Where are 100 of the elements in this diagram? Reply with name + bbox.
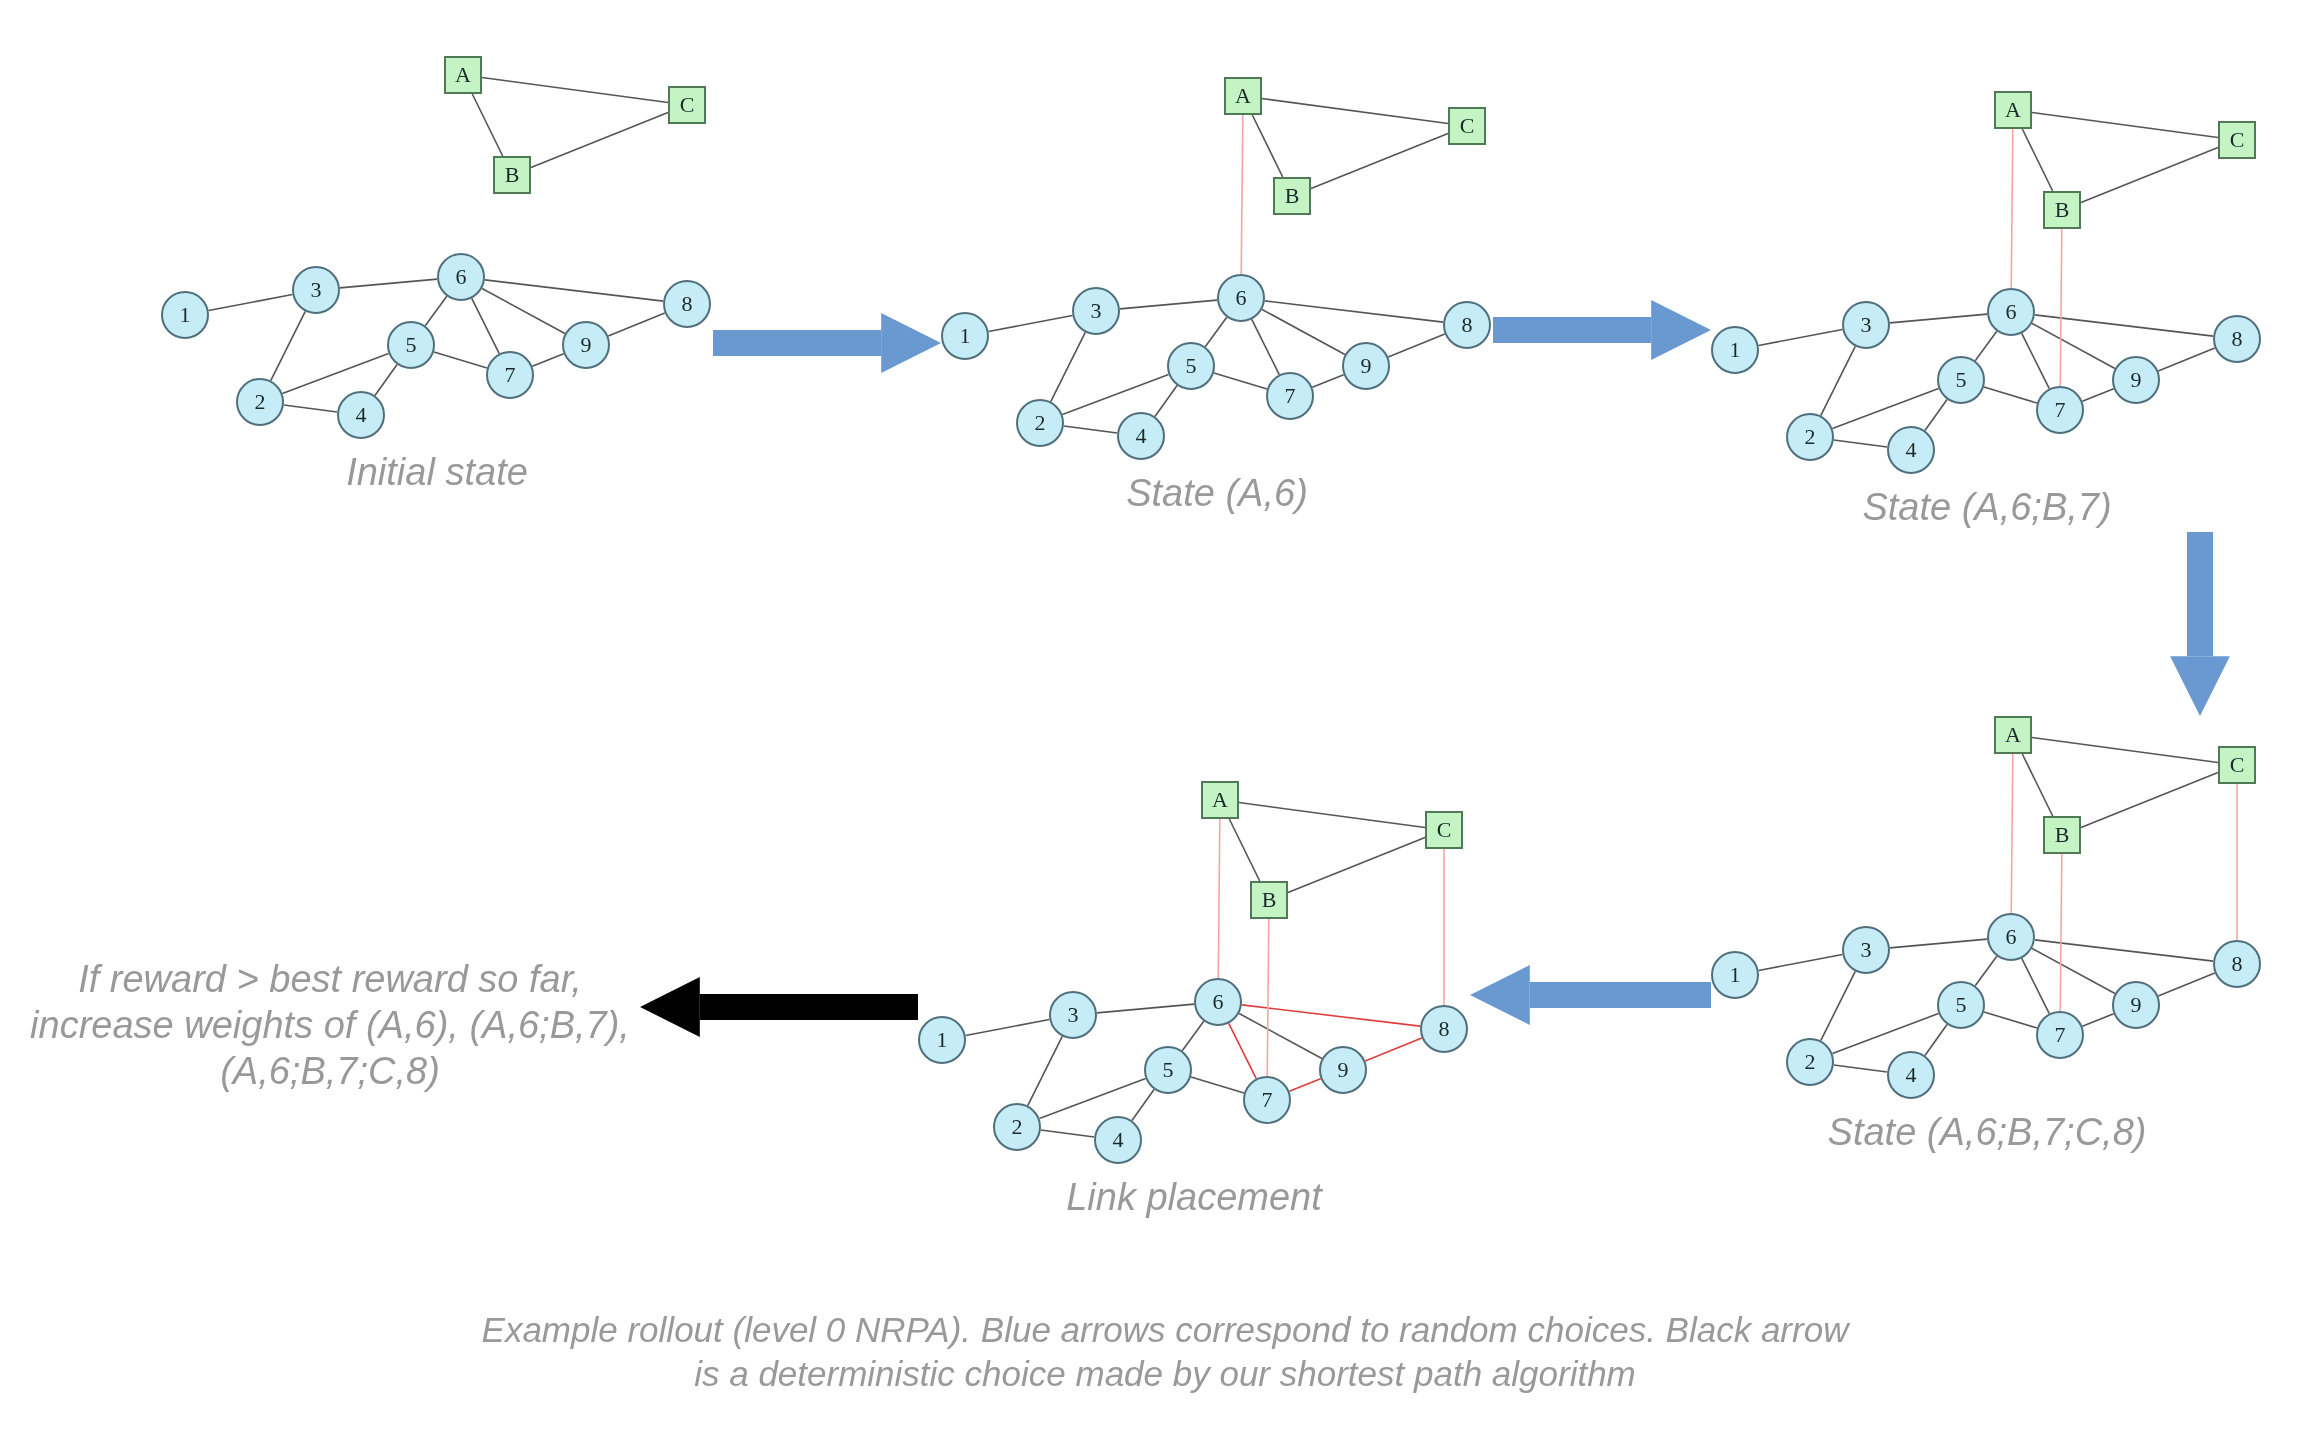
graph-edge [1264, 300, 1444, 323]
graph-edge [1238, 801, 1426, 829]
vertex-circle: 5 [1937, 981, 1985, 1029]
graph-edge [1443, 848, 1445, 1006]
graph-edge [2021, 128, 2054, 192]
graph-edge [1831, 1012, 1940, 1055]
graph-edge [2031, 322, 2116, 370]
graph-edge [283, 404, 338, 413]
vertex-circle: 9 [2112, 981, 2160, 1029]
graph-edge [530, 111, 669, 169]
graph-edge [374, 363, 398, 397]
graph-edge [607, 312, 666, 337]
panel-caption: Link placement [1065, 1176, 1324, 1219]
vertex-circle: 9 [562, 321, 610, 369]
vertex-circle: 6 [1194, 978, 1242, 1026]
graph-edge [1924, 1023, 1948, 1057]
vertex-circle: 2 [993, 1103, 1041, 1151]
vertex-circle: 9 [1319, 1046, 1367, 1094]
graph-edge [2031, 947, 2116, 995]
panel-caption: State (A,6;B,7) [1861, 486, 2113, 529]
vertex-circle: 9 [2112, 356, 2160, 404]
graph-edge [1213, 372, 1268, 390]
graph-edge [1227, 1022, 1258, 1080]
panel-caption: Initial state [345, 451, 529, 494]
vertex-square: A [1224, 77, 1262, 115]
vertex-circle: 5 [1144, 1046, 1192, 1094]
vertex-circle: 4 [1887, 1051, 1935, 1099]
graph-edge [339, 278, 438, 289]
graph-edge [2081, 1013, 2115, 1027]
graph-edge [2010, 753, 2014, 914]
graph-edge [1833, 439, 1888, 448]
vertex-square: B [1250, 881, 1288, 919]
vertex-circle: 5 [387, 321, 435, 369]
graph-edge [1238, 1012, 1323, 1060]
graph-edge [1261, 308, 1346, 356]
vertex-circle: 1 [941, 312, 989, 360]
vertex-circle: 2 [1016, 399, 1064, 447]
graph-edge [1250, 318, 1281, 376]
graph-edge [1040, 1129, 1095, 1138]
graph-edge [1261, 97, 1449, 125]
graph-edge [1131, 1088, 1155, 1122]
vertex-circle: 1 [918, 1016, 966, 1064]
graph-edge [1154, 384, 1178, 418]
graph-edge [1049, 331, 1087, 403]
graph-edge [1974, 330, 1998, 362]
graph-edge [1240, 114, 1244, 275]
graph-edge [1061, 373, 1170, 416]
vertex-circle: 9 [1342, 342, 1390, 390]
graph-edge [1119, 299, 1218, 310]
graph-edge [1831, 387, 1940, 430]
graph-edge [2157, 972, 2216, 997]
vertex-square: C [2218, 121, 2256, 159]
graph-edge [2010, 128, 2014, 289]
graph-edge [2031, 736, 2219, 764]
graph-edge [1038, 1077, 1147, 1120]
vertex-circle: 4 [1094, 1116, 1142, 1164]
graph-edge [1204, 316, 1228, 348]
graph-edge [2034, 939, 2214, 962]
graph-edge [1288, 1078, 1322, 1092]
vertex-square: C [2218, 746, 2256, 784]
graph-edge [1228, 818, 1261, 882]
graph-edge [207, 293, 294, 312]
graph-edge [1757, 328, 1844, 347]
vertex-circle: 6 [437, 253, 485, 301]
graph-edge [2034, 314, 2214, 337]
vertex-circle: 8 [2213, 315, 2261, 363]
graph-edge [1364, 1037, 1423, 1062]
vertex-circle: 3 [1842, 301, 1890, 349]
vertex-square: A [444, 56, 482, 94]
graph-edge [484, 279, 664, 302]
vertex-circle: 5 [1937, 356, 1985, 404]
graph-edge [964, 1018, 1051, 1037]
graph-edge [1983, 386, 2038, 404]
graph-edge [1387, 333, 1446, 358]
graph-edge [1819, 345, 1857, 417]
vertex-circle: 7 [2036, 1011, 2084, 1059]
graph-edge [1983, 1011, 2038, 1029]
vertex-circle: 8 [1420, 1005, 1468, 1053]
vertex-circle: 8 [2213, 940, 2261, 988]
vertex-square: C [1448, 107, 1486, 145]
vertex-circle: 3 [292, 266, 340, 314]
graph-edge [281, 352, 390, 395]
vertex-square: B [1273, 177, 1311, 215]
graph-edge [2080, 771, 2219, 829]
graph-edge [1889, 313, 1988, 324]
vertex-circle: 3 [1049, 991, 1097, 1039]
graph-edge [531, 353, 565, 367]
graph-edge [2020, 957, 2051, 1015]
vertex-circle: 1 [1711, 326, 1759, 374]
vertex-circle: 4 [1117, 412, 1165, 460]
graph-edge [481, 287, 566, 335]
vertex-circle: 2 [236, 378, 284, 426]
graph-edge [1287, 836, 1426, 894]
vertex-circle: 1 [161, 291, 209, 339]
vertex-circle: 6 [1217, 274, 1265, 322]
vertex-circle: 7 [2036, 386, 2084, 434]
panel-caption: State (A,6) [1125, 472, 1309, 515]
graph-edge [1063, 425, 1118, 434]
panel-caption: State (A,6;B,7;C,8) [1826, 1111, 2148, 1154]
flow-arrow [1493, 300, 1711, 360]
